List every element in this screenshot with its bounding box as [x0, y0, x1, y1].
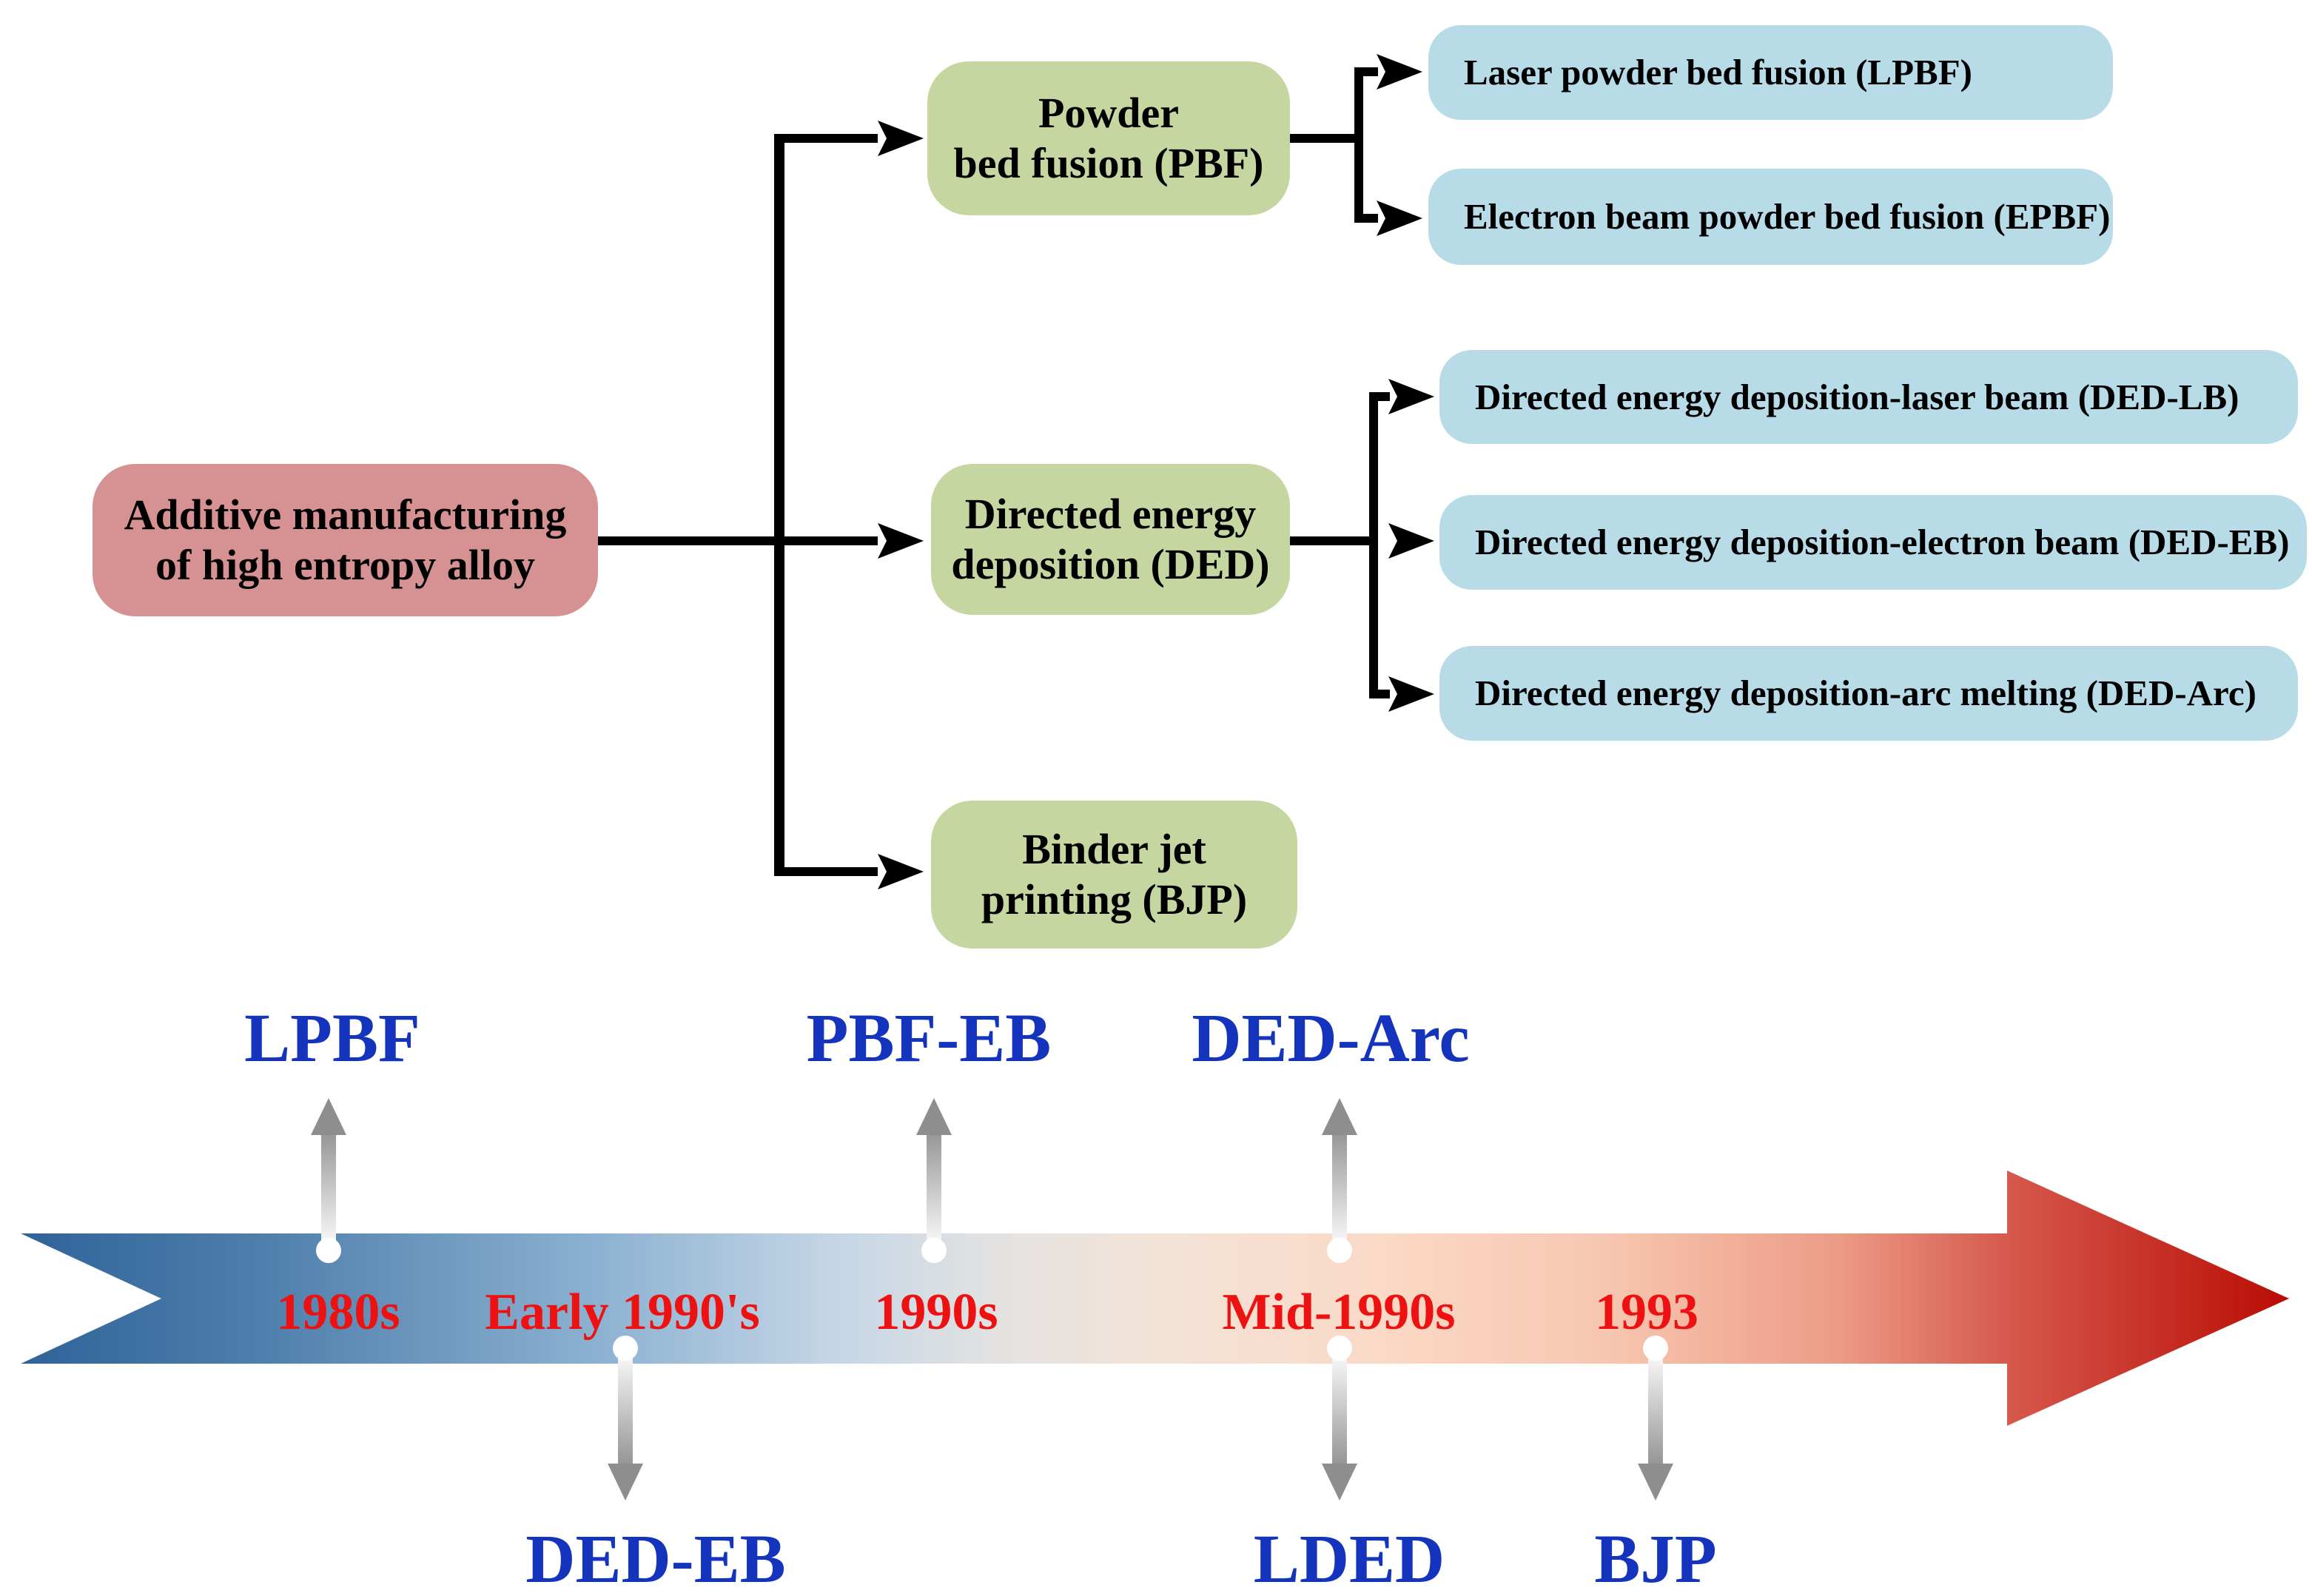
event-arrow-down-lded: [1322, 1336, 1357, 1501]
event-arrow-down-bjp: [1638, 1336, 1673, 1501]
category-node-bjp: Binder jet printing (BJP): [931, 801, 1297, 949]
timeline-year-mid-1990s: Mid-1990s: [1222, 1284, 1456, 1341]
event-arrow-up-lpbf: [311, 1098, 346, 1263]
leaf-node-lpbf: Laser powder bed fusion (LPBF): [1428, 25, 2113, 120]
event-arrows-down: [608, 1336, 1673, 1501]
timeline-label-above-lpbf: LPBF: [244, 1000, 420, 1077]
timeline-arrow: [21, 1171, 2289, 1426]
leaf-node-ded-arc: Directed energy deposition-arc melting (…: [1439, 646, 2298, 741]
tree-arrowheads: [878, 54, 1434, 889]
category-node-ded: Directed energy deposition (DED): [931, 464, 1290, 615]
leaf-node-ded-eb: Directed energy deposition-electron beam…: [1439, 495, 2307, 590]
timeline-label-above-pbfeb: PBF-EB: [806, 1000, 1052, 1077]
timeline-year-1993: 1993: [1595, 1284, 1698, 1341]
timeline-year-1980s: 1980s: [276, 1284, 400, 1341]
timeline-label-below-lded: LDED: [1253, 1521, 1445, 1596]
root-node-additive-manufacturing: Additive manufacturing of high entropy a…: [93, 464, 598, 616]
leaf-node-ded-lb: Directed energy deposition-laser beam (D…: [1439, 350, 2298, 444]
tree-connectors: [598, 67, 1390, 876]
event-arrow-up-pbfeb: [916, 1098, 952, 1263]
timeline-year-early-1990s: Early 1990's: [485, 1284, 760, 1341]
timeline-label-below-dedeb: DED-EB: [525, 1521, 786, 1596]
timeline-arrow-shaft: [21, 1233, 2007, 1364]
event-arrow-up-dedarc: [1322, 1098, 1357, 1263]
leaf-node-epbf: Electron beam powder bed fusion (EPBF): [1428, 169, 2113, 265]
category-node-pbf: Powder bed fusion (PBF): [927, 61, 1290, 215]
timeline-label-above-dedarc: DED-Arc: [1192, 1000, 1470, 1077]
event-arrows-up: [311, 1098, 1357, 1263]
event-arrow-down-dedeb: [608, 1336, 643, 1501]
timeline-year-1990s: 1990s: [874, 1284, 998, 1341]
timeline-label-below-bjp: BJP: [1594, 1521, 1717, 1596]
timeline-arrow-head: [2007, 1171, 2289, 1426]
